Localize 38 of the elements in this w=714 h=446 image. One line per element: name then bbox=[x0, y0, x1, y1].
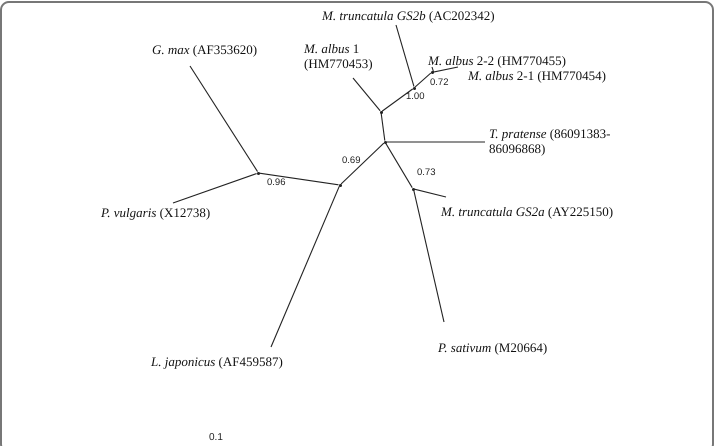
bootstrap-value: 1.00 bbox=[406, 91, 424, 102]
tree-branch bbox=[386, 141, 485, 143]
taxon-label: G. max (AF353620) bbox=[152, 42, 284, 66]
tree-branch bbox=[172, 173, 257, 204]
taxon-label: M. truncatula GS2a (AY225150) bbox=[441, 197, 659, 221]
tree-branch bbox=[340, 142, 384, 184]
bootstrap-value: 0.69 bbox=[342, 155, 360, 166]
bootstrap-value: 0.96 bbox=[267, 177, 286, 188]
tree-branch bbox=[395, 24, 414, 87]
taxon-label: M. albus 2-1 (HM770454) bbox=[458, 67, 610, 83]
tree-branch bbox=[433, 66, 458, 73]
taxon-label: P. sativum (M20664) bbox=[438, 322, 566, 356]
branch-point bbox=[412, 86, 416, 90]
scale-value: 0.1 bbox=[209, 432, 223, 443]
branch-point bbox=[430, 70, 434, 74]
tree-branch bbox=[190, 66, 258, 172]
taxon-label: T. pratense (86091383- 86096868) bbox=[485, 126, 625, 158]
taxon-label: L. japonicus (AF459587) bbox=[151, 347, 341, 371]
branch-point bbox=[384, 140, 386, 144]
taxon-label: M. albus 2-2 (HM770455) bbox=[428, 53, 570, 67]
branch-point bbox=[256, 172, 260, 174]
tree-branch bbox=[414, 72, 432, 88]
branch-point bbox=[412, 188, 414, 190]
bootstrap-value: 0.72 bbox=[430, 77, 448, 88]
tree-branch bbox=[382, 88, 414, 112]
taxon-label: P. vulgaris (X12738) bbox=[101, 203, 219, 221]
tree-branch bbox=[385, 143, 413, 188]
branch-point bbox=[380, 110, 382, 114]
taxon-label: M. albus 1 (HM770453) bbox=[304, 41, 384, 78]
tree-branch bbox=[352, 78, 381, 112]
tree-branch bbox=[259, 172, 339, 186]
taxon-label: M. truncatula GS2b (AC202342) bbox=[322, 8, 502, 25]
bootstrap-value: 0.73 bbox=[417, 167, 436, 178]
branch-point bbox=[338, 184, 342, 186]
tree-branch bbox=[413, 190, 445, 322]
tree-branch bbox=[270, 186, 340, 348]
tree-branch bbox=[414, 188, 446, 198]
tree-branch bbox=[380, 113, 386, 141]
